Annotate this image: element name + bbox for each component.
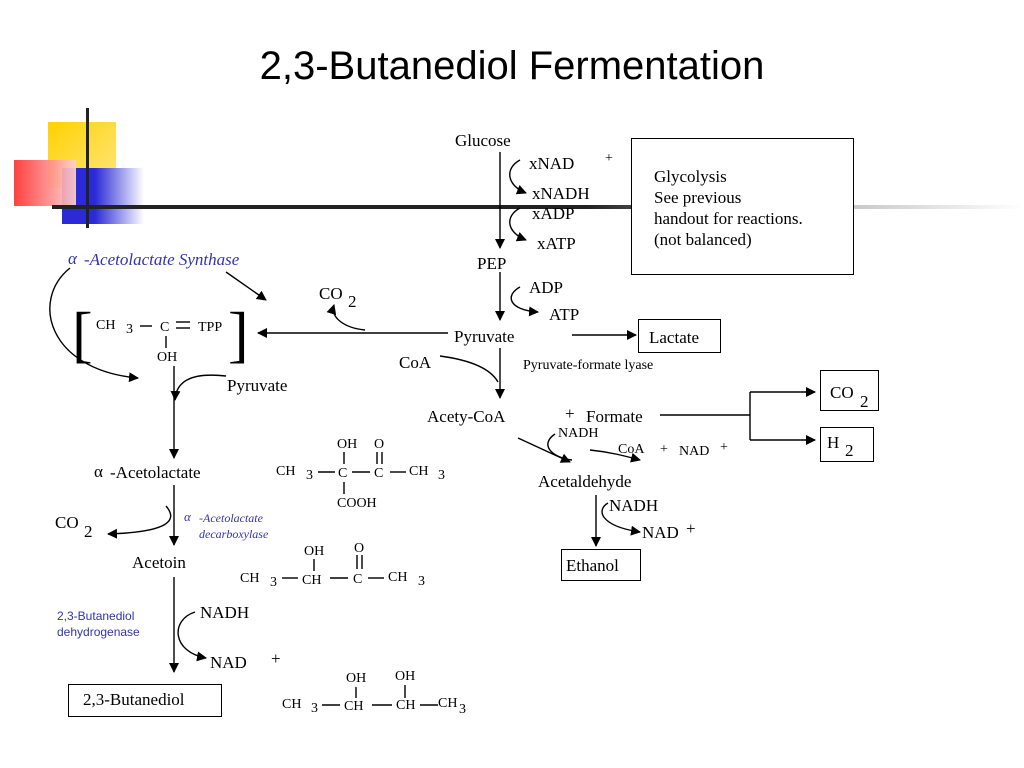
acetolactate-ch3-left-sub: 3 <box>306 468 313 483</box>
lactate-label: Lactate <box>649 328 700 347</box>
pyruvate-node: Pyruvate <box>454 327 515 346</box>
tpp-c: C <box>160 320 170 335</box>
pyruvate-formate-lyase-label: Pyruvate-formate lyase <box>523 358 654 373</box>
glycolysis-note-line-2: See previous <box>654 188 742 207</box>
acetaldehyde-node: Acetaldehyde <box>538 472 632 491</box>
ethanol-box <box>561 549 641 581</box>
acetolactate-cooh: COOH <box>337 496 377 511</box>
acetoin-c: C <box>353 572 363 587</box>
nad-butanediol-plus: + <box>271 649 281 668</box>
acetoin-node: Acetoin <box>132 553 186 572</box>
co2-box-subscript: 2 <box>860 392 869 411</box>
glucose-label: Glucose <box>455 131 511 150</box>
acetoin-ch3-left-sub: 3 <box>270 575 277 590</box>
alpha-symbol-acetolactate: α <box>94 462 103 481</box>
butanediol-oh2: OH <box>395 669 416 684</box>
acetoin-oh: OH <box>304 544 325 559</box>
acetolactate-decarboxylase-label: -Acetolactate decarboxylase <box>199 511 269 541</box>
acetolactate-ch3-left: CH <box>276 464 296 479</box>
acetoin-ch3-right: CH <box>388 570 408 585</box>
butanediol-oh1: OH <box>346 671 367 686</box>
tpp-ch-subscript: 3 <box>126 322 133 337</box>
adp-label: ADP <box>529 278 564 297</box>
acetoin-ch3-right-sub: 3 <box>418 574 425 589</box>
acetyl-coa-node: Acety-CoA <box>427 407 506 426</box>
ethanol-label: Ethanol <box>566 556 619 575</box>
acetoin-o: O <box>354 541 365 556</box>
butanediol-ch3-left: CH <box>282 697 302 712</box>
nad-small-label: NAD <box>679 444 710 459</box>
glycolysis-note-line-3: handout for reactions. <box>654 209 803 228</box>
coa-small-label: CoA <box>618 442 645 457</box>
glycolysis-note-line-1: Glycolysis <box>654 167 727 186</box>
xnad-plus: + <box>605 151 613 166</box>
coa-label: CoA <box>399 353 432 372</box>
butanediol-ch1: CH <box>344 699 364 714</box>
nadh-small-label: NADH <box>558 426 599 441</box>
h2-box <box>820 427 874 462</box>
acetolactate-oh: OH <box>337 437 358 452</box>
glycolysis-note-box <box>631 138 854 275</box>
acetoin-ch3-left: CH <box>240 571 260 586</box>
co2-mid-subscript: 2 <box>84 522 93 541</box>
acetolactate-ch3-right: CH <box>409 464 429 479</box>
xnadh-label: xNADH <box>532 184 590 203</box>
tpp-ch: CH <box>96 318 116 333</box>
acetolactate-c2: C <box>374 466 384 481</box>
butanediol-ch3-right: CH <box>438 696 458 711</box>
acetolactate-o: O <box>374 437 385 452</box>
slide-title: 2,3-Butanediol Fermentation <box>259 44 765 88</box>
butanediol-ch3-right-sub: 3 <box>459 702 466 717</box>
lactate-box <box>638 319 721 353</box>
tpp-label: TPP <box>198 320 223 335</box>
acetolactate-synthase-label: -Acetolactate Synthase <box>84 250 240 269</box>
butanediol-box <box>68 684 222 717</box>
acetolactate-node: -Acetolactate <box>110 463 201 482</box>
acetolactate-c1: C <box>338 466 348 481</box>
formate-node: Formate <box>586 407 643 426</box>
xatp-label: xATP <box>537 234 576 253</box>
nadh-ethanol-label: NADH <box>609 496 659 515</box>
glycolysis-note-line-4: (not balanced) <box>654 230 752 249</box>
acetolactate-ch3-right-sub: 3 <box>438 468 445 483</box>
xadp-label: xADP <box>532 204 575 223</box>
tpp-bracket-open: [ <box>72 301 93 369</box>
deco-red-square <box>14 160 76 206</box>
deco-horizontal-rule <box>52 205 1024 209</box>
coa-nad-plus: + <box>660 442 668 457</box>
h2-box-subscript: 2 <box>845 441 854 460</box>
nadh-butanediol-label: NADH <box>200 603 250 622</box>
alpha-symbol-synthase: α <box>68 249 77 268</box>
alpha-symbol-decarboxylase: α <box>184 509 191 524</box>
acetyl-formate-plus: + <box>565 404 575 423</box>
tpp-oh: OH <box>157 350 178 365</box>
tpp-bracket-close: ] <box>228 301 249 369</box>
atp-label: ATP <box>549 305 580 324</box>
nad-small-plus: + <box>720 440 728 455</box>
co2-top-label: CO <box>319 284 343 303</box>
h2-box-label: H <box>827 433 840 452</box>
acetoin-ch: CH <box>302 573 322 588</box>
butanediol-ch3-left-sub: 3 <box>311 701 318 716</box>
butanediol-dehydrogenase-label: 2,3-Butanediol dehydrogenase <box>57 609 140 639</box>
butanediol-label: 2,3-Butanediol <box>83 690 185 709</box>
butanediol-ch2: CH <box>396 698 416 713</box>
pyruvate-input-label: Pyruvate <box>227 376 288 395</box>
deco-vertical-bar <box>86 108 89 228</box>
co2-top-subscript: 2 <box>348 292 357 311</box>
pep-label: PEP <box>477 254 507 273</box>
nad-butanediol-label: NAD <box>210 653 247 672</box>
xnad-label: xNAD <box>529 154 575 173</box>
nad-ethanol-label: NAD <box>642 523 679 542</box>
co2-mid-label: CO <box>55 513 79 532</box>
nad-ethanol-plus: + <box>686 519 696 538</box>
co2-box <box>820 370 879 411</box>
co2-box-label: CO <box>830 383 854 402</box>
